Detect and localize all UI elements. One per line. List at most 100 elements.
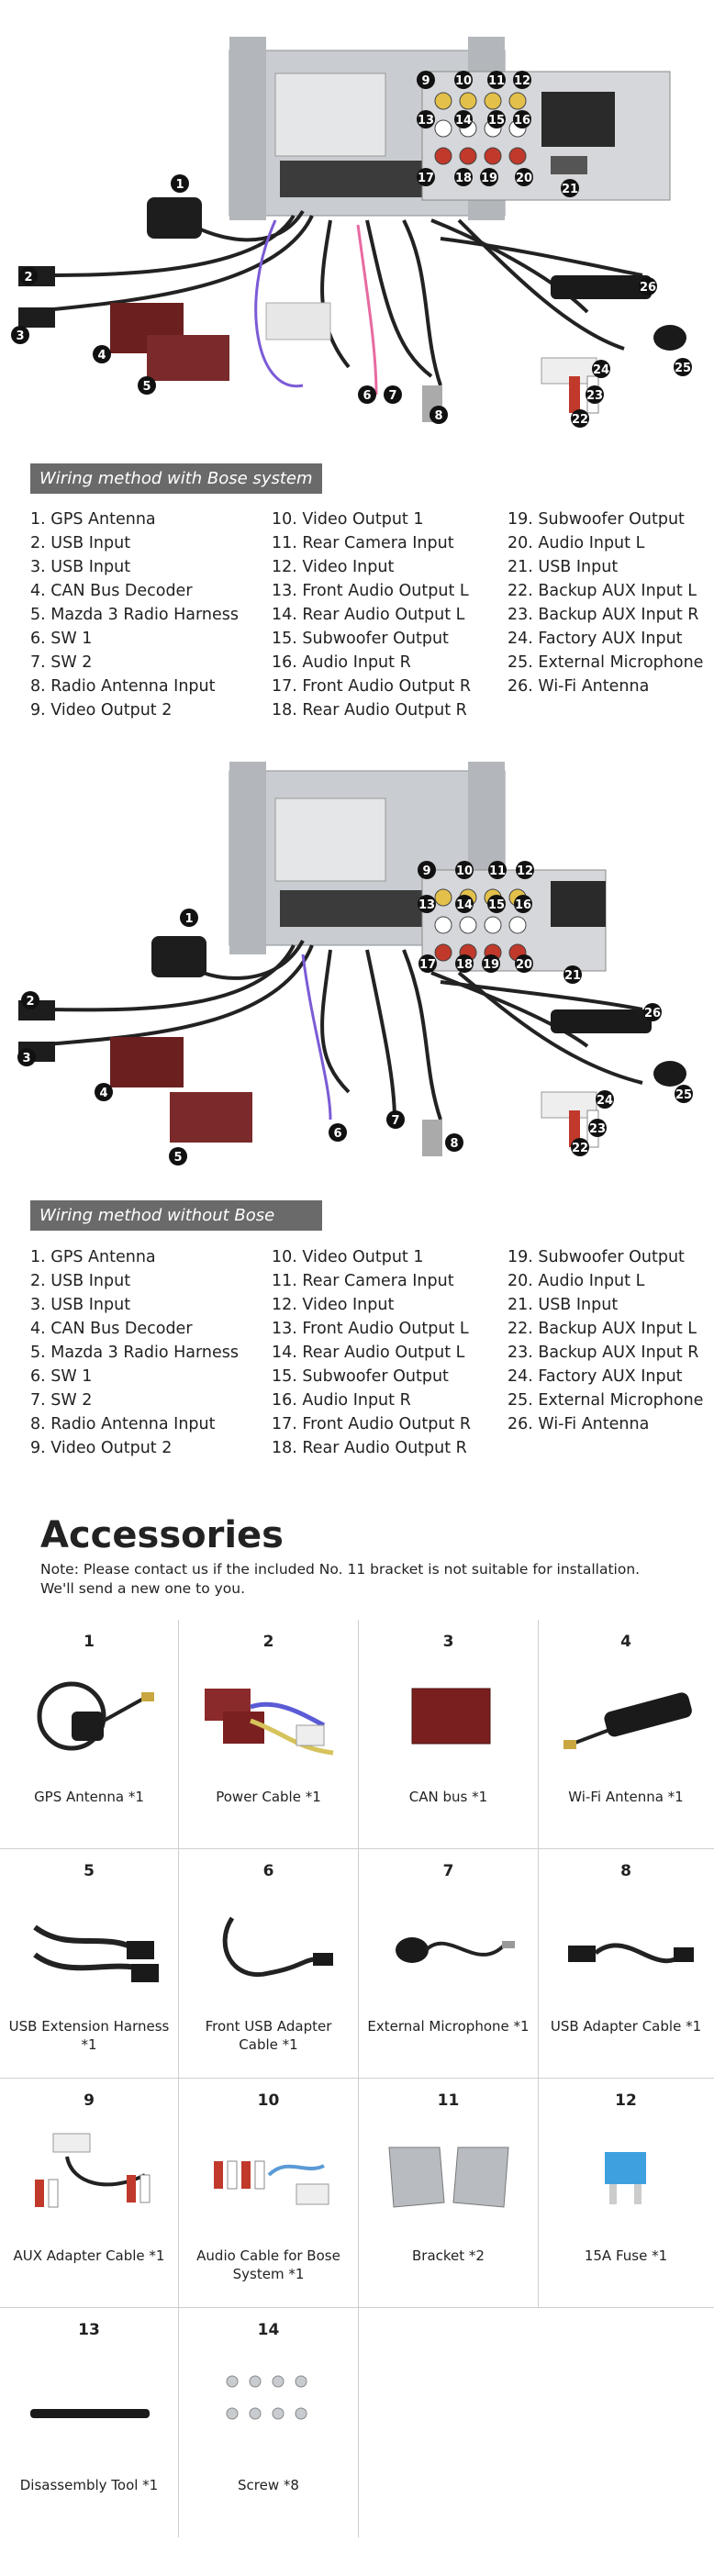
legend-item: 22. Backup AUX Input L: [508, 1320, 697, 1338]
svg-text:10: 10: [456, 864, 473, 878]
accessory-disassembly-tool: 13 Disassembly Tool *1: [0, 2308, 179, 2537]
accessory-gps-antenna: 1 GPS Antenna *1: [0, 1620, 179, 1849]
accessory-label: Screw *8: [238, 2477, 299, 2493]
accessory-number: 11: [437, 2091, 460, 2110]
accessory-front-usb-cable: 6 Front USB Adapter Cable *1: [179, 1849, 359, 2079]
legend-column: 1. GPS Antenna 2. USB Input 3. USB Input…: [30, 507, 251, 722]
legend-column: 10. Video Output 1 11. Rear Camera Input…: [272, 507, 492, 722]
fuse-image: [605, 2152, 646, 2204]
legend-item: 17. Front Audio Output R: [272, 677, 472, 696]
svg-text:22: 22: [572, 1142, 588, 1155]
svg-text:4: 4: [99, 1087, 107, 1100]
legend-item: 11. Rear Camera Input: [272, 534, 454, 552]
callout-markers: 1 2 3 4 5 6 7 8 9 10 11 12 13 14 15 16 1…: [11, 71, 692, 428]
wifi-antenna-image: [563, 1692, 692, 1749]
accessory-label: 15A Fuse *1: [584, 2247, 668, 2264]
accessory-number: 14: [257, 2321, 280, 2339]
legend-item: 13. Front Audio Output L: [272, 582, 469, 600]
legend-item: 4. CAN Bus Decoder: [30, 582, 193, 600]
legend-item: 6. SW 1: [30, 630, 93, 648]
svg-text:24: 24: [593, 363, 609, 377]
accessory-label: CAN bus *1: [408, 1789, 488, 1805]
legend-item: 4. CAN Bus Decoder: [30, 1320, 193, 1338]
svg-text:15: 15: [488, 898, 505, 912]
accessory-number: 8: [620, 1862, 631, 1880]
legend-item: 26. Wi-Fi Antenna: [508, 677, 650, 696]
svg-text:25: 25: [675, 362, 691, 375]
svg-text:3: 3: [16, 329, 24, 343]
svg-text:7: 7: [388, 389, 396, 403]
legend-item: 3. USB Input: [30, 558, 131, 576]
svg-text:23: 23: [589, 1122, 606, 1136]
legend-item: 12. Video Input: [272, 1296, 395, 1314]
svg-text:9: 9: [422, 864, 430, 878]
accessory-label: Front USB Adapter Cable *1: [205, 2018, 332, 2053]
svg-text:1: 1: [175, 178, 184, 192]
accessory-number: 7: [442, 1862, 454, 1880]
svg-text:12: 12: [517, 864, 533, 878]
svg-text:18: 18: [455, 172, 472, 185]
wiring-diagram-no-bose: 1 2 3 4 5 6 7 8 9 10 11 12 13 14 15 16 1…: [0, 753, 714, 1184]
svg-text:8: 8: [434, 409, 442, 423]
legend-item: 13. Front Audio Output L: [272, 1320, 469, 1338]
accessory-number: 2: [262, 1633, 274, 1651]
accessory-screw: 14 Screw *8: [179, 2308, 359, 2537]
section-banner-no-bose: Wiring method without Bose system: [30, 1200, 322, 1255]
accessory-label: GPS Antenna *1: [34, 1789, 144, 1805]
svg-text:2: 2: [26, 995, 34, 1009]
usb-adapter-cable-image: [568, 1943, 694, 1964]
legend-item: 16. Audio Input R: [272, 1391, 411, 1410]
svg-text:20: 20: [516, 958, 532, 972]
svg-text:16: 16: [515, 898, 531, 912]
svg-text:26: 26: [644, 1007, 661, 1020]
legend-item: 14. Rear Audio Output L: [272, 606, 465, 624]
accessory-can-bus: 3 CAN bus *1: [359, 1620, 539, 1849]
svg-text:3: 3: [22, 1052, 30, 1065]
microphone-image: [396, 1937, 515, 1963]
svg-text:16: 16: [514, 114, 530, 128]
legend-item: 19. Subwoofer Output: [508, 510, 685, 529]
accessory-aux-adapter-cable: 9 AUX Adapter Cable *1: [0, 2079, 179, 2308]
legend-item: 25. External Microphone: [508, 653, 704, 672]
svg-text:19: 19: [483, 958, 499, 972]
legend-item: 19. Subwoofer Output: [508, 1248, 685, 1266]
legend-item: 16. Audio Input R: [272, 653, 411, 672]
legend-item: 8. Radio Antenna Input: [30, 1415, 216, 1433]
legend-item: 11. Rear Camera Input: [272, 1272, 454, 1290]
legend-item: 5. Mazda 3 Radio Harness: [30, 606, 239, 624]
gps-antenna-image: [37, 1681, 154, 1751]
svg-text:23: 23: [586, 389, 603, 403]
accessory-number: 1: [84, 1633, 95, 1651]
power-cable-image: [205, 1689, 334, 1756]
legend-item: 15. Subwoofer Output: [272, 630, 449, 648]
svg-text:24: 24: [597, 1094, 613, 1108]
svg-text:21: 21: [562, 183, 578, 196]
svg-text:11: 11: [489, 864, 506, 878]
svg-text:10: 10: [455, 74, 472, 88]
can-bus-image: [411, 1688, 491, 1745]
svg-text:14: 14: [455, 114, 472, 128]
accessory-power-cable: 2 Power Cable *1: [179, 1620, 359, 1849]
accessory-number: 12: [615, 2091, 637, 2110]
svg-text:21: 21: [564, 969, 581, 983]
legend-item: 21. USB Input: [508, 1296, 619, 1314]
svg-text:6: 6: [333, 1127, 341, 1141]
svg-text:4: 4: [97, 349, 106, 362]
svg-text:9: 9: [421, 74, 430, 88]
accessory-external-microphone: 7 External Microphone *1: [359, 1849, 539, 2079]
accessory-label: Disassembly Tool *1: [19, 2477, 159, 2493]
legend-item: 5. Mazda 3 Radio Harness: [30, 1344, 239, 1362]
svg-text:15: 15: [488, 114, 505, 128]
legend-item: 25. External Microphone: [508, 1391, 704, 1410]
svg-text:17: 17: [419, 958, 436, 972]
legend-item: 26. Wi-Fi Antenna: [508, 1415, 650, 1433]
legend-item: 8. Radio Antenna Input: [30, 677, 216, 696]
legend-item: 7. SW 2: [30, 1391, 93, 1410]
legend-item: 10. Video Output 1: [272, 510, 424, 529]
legend-item: 12. Video Input: [272, 558, 395, 576]
legend-no-bose: 1. GPS Antenna 2. USB Input 3. USB Input…: [30, 1245, 703, 1466]
accessories-note: Note: Please contact us if the included …: [40, 1561, 641, 1597]
svg-text:2: 2: [24, 271, 32, 284]
legend-item: 2. USB Input: [30, 534, 131, 552]
svg-text:20: 20: [516, 172, 532, 185]
